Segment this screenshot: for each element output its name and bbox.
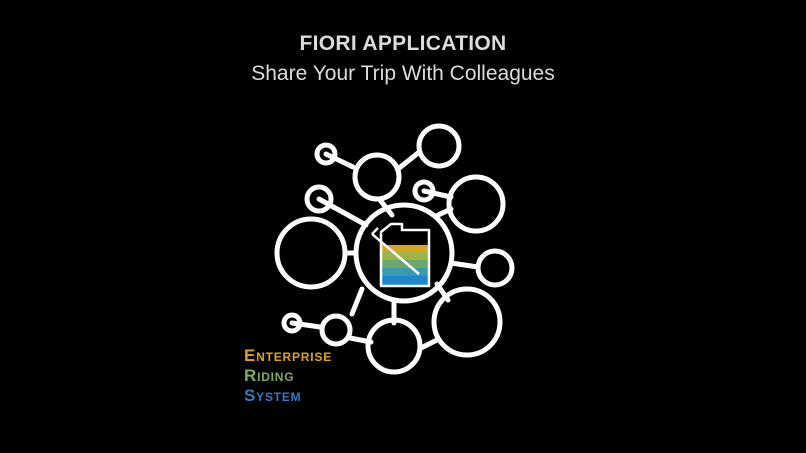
logo-line-enterprise: Enterprise (244, 346, 333, 365)
page-title: FIORI APPLICATION (299, 32, 507, 55)
header: FIORI APPLICATION Share Your Trip With C… (0, 30, 806, 88)
logo-line-system: System (244, 386, 302, 405)
page-subtitle: Share Your Trip With Colleagues (251, 62, 555, 85)
logo-line-riding: Riding (244, 366, 295, 385)
fuel-canister-icon (371, 222, 431, 288)
logo-wordmark: Enterprise Riding System (244, 346, 332, 406)
